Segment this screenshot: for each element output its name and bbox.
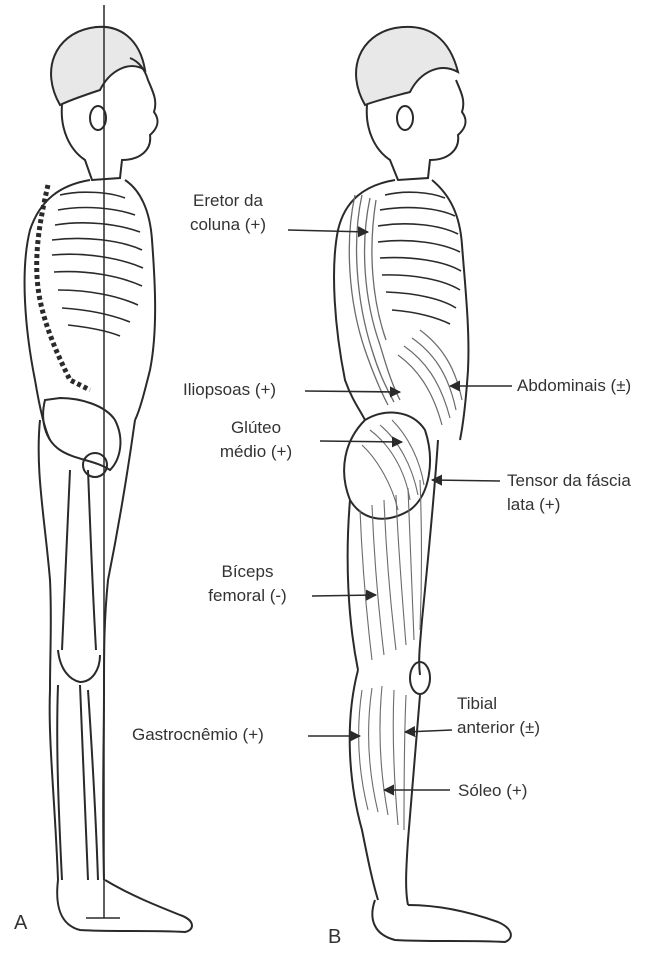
figure-b-foot xyxy=(372,900,511,942)
label-tensor: Tensor da fáscia lata (+) xyxy=(507,469,631,517)
label-soleo: Sóleo (+) xyxy=(458,779,527,803)
arrow-eretor xyxy=(288,230,368,232)
arrow-gluteo xyxy=(320,441,402,442)
figure-b-thigh xyxy=(348,440,438,675)
panel-letter-b: B xyxy=(328,926,341,949)
figure-b-gluteus xyxy=(344,413,430,519)
label-tibial: Tibial anterior (±) xyxy=(457,692,540,740)
figure-a-foot xyxy=(57,880,192,932)
figure-a-body xyxy=(25,5,192,932)
arrow-tensor xyxy=(432,480,500,481)
figure-a-tibia xyxy=(57,685,98,880)
label-gastrocnemio: Gastrocnêmio (+) xyxy=(132,723,264,747)
label-gluteo: Glúteo médio (+) xyxy=(200,416,312,464)
figure-a-pelvis xyxy=(43,398,120,470)
label-tensor-line1: Tensor da fáscia xyxy=(507,469,631,493)
label-biceps-line1: Bíceps xyxy=(190,560,305,584)
label-eretor-line1: Eretor da xyxy=(172,189,284,213)
figure-b-body xyxy=(334,27,511,942)
figure-a-femur xyxy=(62,470,96,650)
label-biceps-line2: femoral (-) xyxy=(190,584,305,608)
label-gluteo-line1: Glúteo xyxy=(200,416,312,440)
label-tibial-line1: Tibial xyxy=(457,692,540,716)
label-gluteo-line2: médio (+) xyxy=(200,440,312,464)
label-iliopsoas: Iliopsoas (+) xyxy=(183,378,276,402)
figure-b-hair xyxy=(356,27,458,105)
arrow-biceps xyxy=(312,595,376,596)
figure-b-calf-muscles xyxy=(359,686,406,830)
figure-a-spine xyxy=(37,185,90,390)
panel-letter-a: A xyxy=(14,912,27,935)
figure-b-abdominal-muscle xyxy=(398,330,462,425)
arrow-tibial xyxy=(405,730,452,732)
label-tibial-line2: anterior (±) xyxy=(457,716,540,740)
figure-b-ribcage xyxy=(378,192,461,324)
arrow-iliopsoas xyxy=(305,391,400,392)
figure-a-hair xyxy=(51,27,145,105)
figure-b-erector-muscle xyxy=(349,195,400,405)
label-eretor-line2: coluna (+) xyxy=(172,213,284,237)
label-abdominais: Abdominais (±) xyxy=(517,374,631,398)
figure-a-ribcage xyxy=(52,192,143,336)
label-tensor-line2: lata (+) xyxy=(507,493,631,517)
label-biceps: Bíceps femoral (-) xyxy=(190,560,305,608)
label-eretor: Eretor da coluna (+) xyxy=(172,189,284,237)
